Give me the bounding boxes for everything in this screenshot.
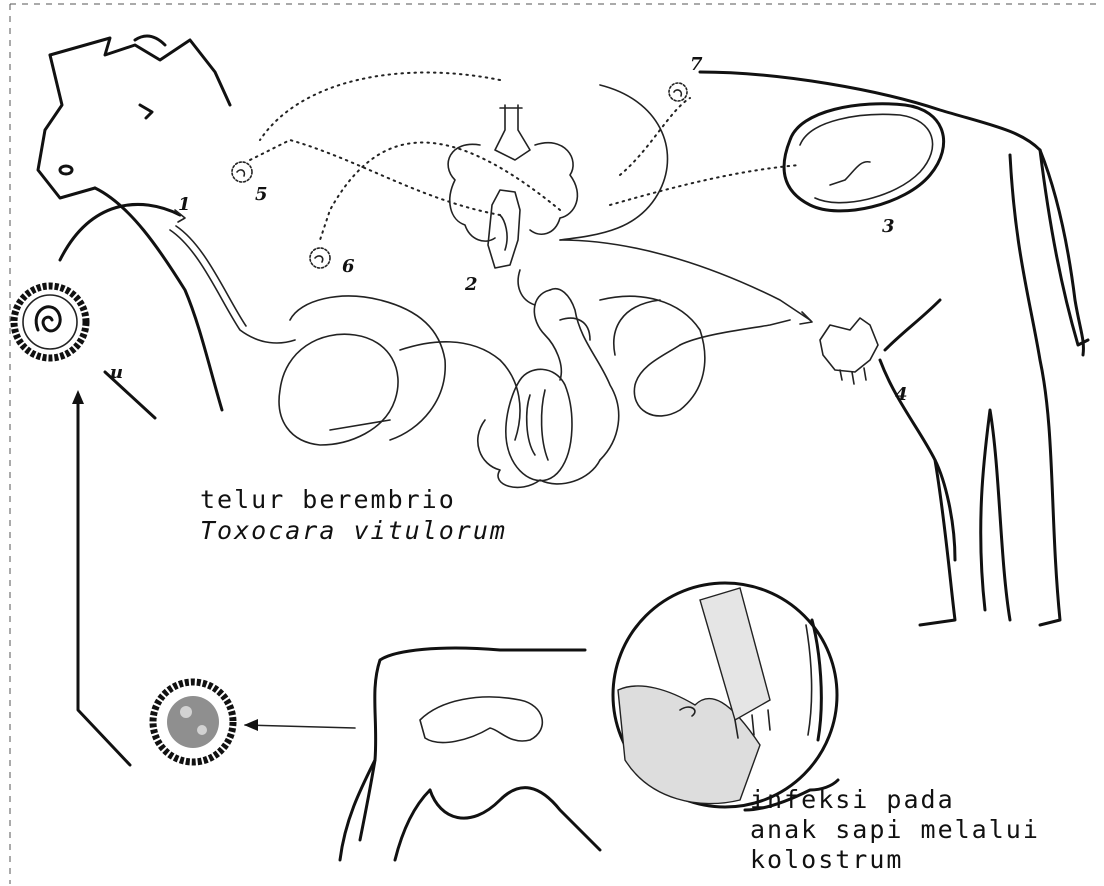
stage-labels: 1 2 3 4 5 6 7 u xyxy=(110,54,908,405)
label-stage-3: 3 xyxy=(882,216,895,237)
egg-arrow-line xyxy=(72,372,155,765)
caption-egg-line1: telur berembrio xyxy=(200,485,456,515)
ingestion-path xyxy=(60,204,185,260)
label-stage-u: u xyxy=(110,362,123,383)
frame-border xyxy=(10,4,1100,884)
label-stage-6: 6 xyxy=(342,256,355,277)
label-stage-4: 4 xyxy=(895,384,908,405)
caption-infection-line2: anak sapi melalui xyxy=(750,815,1040,845)
organ-lungs xyxy=(448,105,577,268)
label-stage-2: 2 xyxy=(464,274,478,295)
caption-infection-line3: kolostrum xyxy=(750,845,903,875)
adult-cow-outline xyxy=(38,36,1088,625)
egg-embryonated xyxy=(14,286,86,358)
egg-unembryonated xyxy=(153,682,355,762)
caption-egg-line2: Toxocara vitulorum xyxy=(200,516,507,546)
label-stage-7: 7 xyxy=(690,54,703,75)
label-stage-1: 1 xyxy=(178,194,191,215)
colostrum-magnifier xyxy=(613,583,838,810)
migration-curves xyxy=(250,73,812,325)
caption-infection-line1: infeksi pada xyxy=(750,785,955,815)
larval-cysts xyxy=(232,83,687,268)
label-stage-5: 5 xyxy=(255,184,268,205)
organ-liver xyxy=(784,104,944,211)
calf-outline xyxy=(340,648,600,860)
